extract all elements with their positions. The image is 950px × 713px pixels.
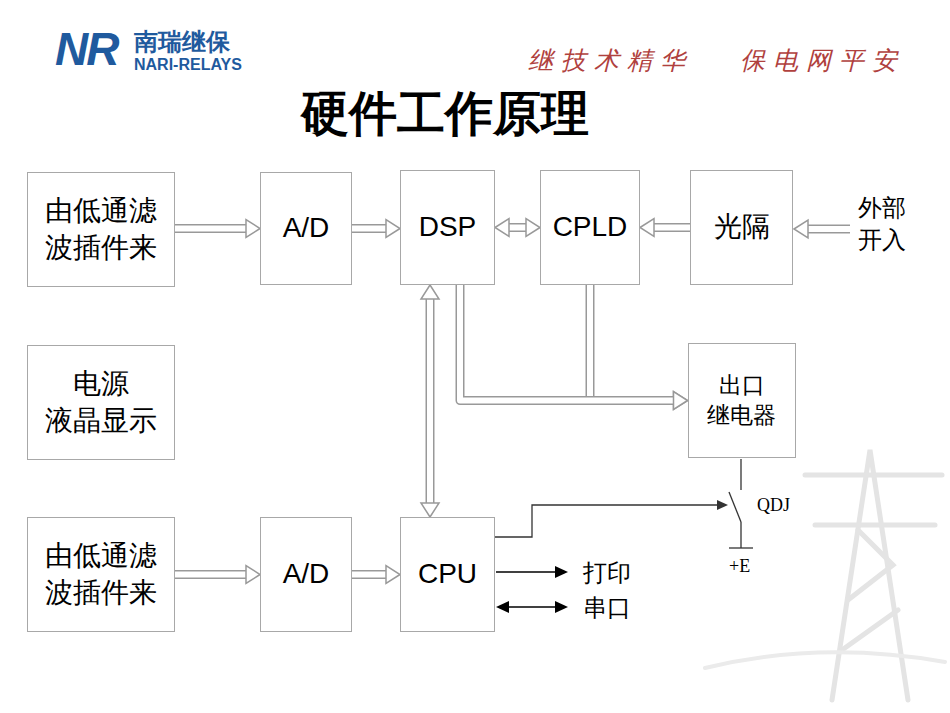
- connector: [352, 220, 400, 238]
- box-text: CPLD: [553, 209, 628, 245]
- connector: [421, 285, 439, 517]
- connector-fill: [653, 225, 690, 231]
- arrow-head: [555, 601, 568, 613]
- connector-outline: [508, 223, 527, 232]
- company-name-en: NARI-RELAYS: [134, 56, 242, 74]
- connector-outline: [352, 570, 387, 579]
- supply-label: +E: [729, 556, 750, 577]
- connector: [352, 566, 400, 584]
- box-text: 由低通滤波插件来: [43, 538, 159, 611]
- box-text: A/D: [283, 210, 330, 246]
- arrow-head: [717, 500, 728, 510]
- tower-lattice: [842, 610, 898, 650]
- logo-mark: NR: [55, 22, 117, 76]
- tower-arm: [805, 473, 942, 478]
- process-box: CPLD: [540, 170, 640, 285]
- signal-line: [496, 571, 556, 573]
- signal-line: [508, 606, 556, 608]
- connector: [590, 285, 688, 410]
- connector-outline: [590, 285, 675, 401]
- arrow-head: [421, 285, 439, 299]
- process-box: CPU: [400, 517, 495, 632]
- connector: [175, 220, 260, 238]
- input-arrow: [794, 220, 851, 238]
- box-text: DSP: [419, 209, 477, 245]
- arrow-shaft-inner: [806, 226, 851, 232]
- arrow-head: [526, 219, 540, 237]
- tower-arm: [815, 523, 935, 528]
- process-box: A/D: [260, 517, 352, 632]
- arrow-head: [674, 392, 688, 410]
- tower-lattice: [848, 530, 893, 600]
- connector-outline: [175, 224, 247, 233]
- arrow-head: [495, 219, 509, 237]
- serial-arrow: [496, 601, 568, 613]
- arrow-head: [386, 566, 400, 584]
- arrow-head: [640, 219, 654, 237]
- connector-fill: [175, 572, 247, 578]
- connector-outline: [426, 298, 435, 504]
- process-box: 光隔: [690, 170, 793, 285]
- arrow-head: [674, 392, 688, 410]
- control-wire: [495, 505, 720, 537]
- arrow-head: [246, 220, 260, 238]
- process-box: 由低通滤波插件来: [27, 517, 175, 632]
- tower-leg: [832, 450, 908, 700]
- contact-wire: [740, 459, 741, 490]
- connector: [495, 219, 540, 237]
- process-box: 出口 继电器: [688, 343, 796, 458]
- box-text: A/D: [283, 556, 330, 592]
- connector-fill: [590, 285, 675, 401]
- connector-outline: [175, 570, 247, 579]
- arrow-shaft: [807, 225, 850, 234]
- arrow-head: [555, 566, 568, 578]
- contact-blade: [729, 492, 741, 522]
- process-box: 电源 液晶显示: [27, 345, 175, 460]
- box-text: 由低通滤波插件来: [43, 193, 159, 266]
- connector-fill: [508, 225, 527, 231]
- slogan: 保电网平安: [740, 44, 905, 77]
- print-arrow: [496, 566, 568, 578]
- connector-outline: [352, 224, 387, 233]
- box-text: CPU: [418, 556, 477, 592]
- arrow-head: [246, 566, 260, 584]
- tower-watermark: [705, 450, 945, 700]
- terminal-tick: [729, 547, 753, 548]
- connector: [175, 566, 260, 584]
- slogan: 继技术精华: [528, 44, 693, 77]
- arrow-head: [386, 220, 400, 238]
- connector: [640, 219, 690, 237]
- arrow-head: [496, 601, 509, 613]
- watermark-swoosh: [705, 652, 945, 668]
- box-text: 出口 继电器: [697, 371, 787, 431]
- arrow-head: [794, 220, 808, 238]
- connector-fill: [460, 285, 675, 401]
- connector-fill: [352, 572, 387, 578]
- arrow-head: [421, 503, 439, 517]
- title: 硬件工作原理: [0, 82, 890, 146]
- output-label: 串口: [583, 592, 631, 624]
- process-box: 由低通滤波插件来: [27, 172, 175, 287]
- process-box: A/D: [260, 172, 352, 285]
- qdj-contact: [495, 459, 753, 548]
- connector: [460, 285, 688, 410]
- connector-outline: [653, 223, 690, 232]
- contact-wire: [740, 522, 741, 548]
- box-text: 光隔: [714, 209, 770, 245]
- connector-outline: [460, 285, 675, 401]
- company-name: 南瑞继保: [134, 26, 230, 58]
- connector-fill: [352, 226, 387, 232]
- connector-fill: [427, 298, 433, 504]
- box-text: 电源 液晶显示: [36, 366, 166, 439]
- connector-fill: [175, 226, 247, 232]
- process-box: DSP: [400, 170, 495, 285]
- relay-contact-name: QDJ: [757, 495, 790, 516]
- input-label: 外部 开入: [854, 192, 910, 257]
- output-label: 打印: [583, 557, 631, 589]
